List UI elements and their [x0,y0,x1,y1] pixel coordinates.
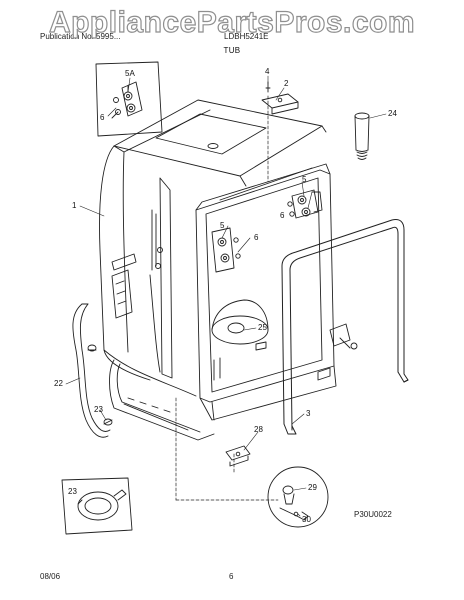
base-rail [109,359,215,441]
callout-5a: 5A [125,69,135,78]
publication-number: Publication No. 5995... [40,32,121,41]
front-frame-trim [317,323,358,381]
callout-29: 29 [308,483,317,492]
callout-2: 2 [284,79,289,88]
inset-box-5a [95,61,163,137]
callout-3: 3 [306,409,311,418]
model-number: LDBH5241E [224,32,269,41]
part-2-bracket [261,81,299,115]
part-5-clips-right [287,189,323,219]
inset-box-23 [61,477,133,535]
callout-1: 1 [72,201,77,210]
page-number: 6 [229,572,234,581]
part-28-bracket [225,445,251,467]
inset-circle-29-30 [267,466,329,528]
callout-labels: 5A 6 4 2 24 1 5 6 5 6 25 22 23 3 28 29 3… [54,67,397,524]
section-title: TUB [223,46,241,55]
callout-5: 5 [302,175,307,184]
callout-23: 23 [68,487,77,496]
tub-body [99,99,327,397]
part-24-vent [354,112,370,160]
callout-6: 6 [280,211,285,220]
callout-6: 6 [254,233,259,242]
callout-24: 24 [388,109,397,118]
callout-23: 23 [94,405,103,414]
front-frame [195,163,337,421]
callout-leaders [65,75,387,517]
callout-4: 4 [265,67,270,76]
figure-code: P30U0022 [354,510,392,519]
part-22-hose [72,303,111,438]
callout-5: 5 [220,221,225,230]
part-3-gasket [281,219,409,435]
callout-22: 22 [54,379,63,388]
part-5-clips-left [211,227,241,273]
footer-date: 08/06 [40,572,61,581]
callout-6: 6 [100,113,105,122]
callout-30: 30 [302,515,311,524]
callout-25: 25 [258,323,267,332]
leader-lines [175,95,279,501]
callout-28: 28 [254,425,263,434]
part-23-clamp [103,418,113,426]
